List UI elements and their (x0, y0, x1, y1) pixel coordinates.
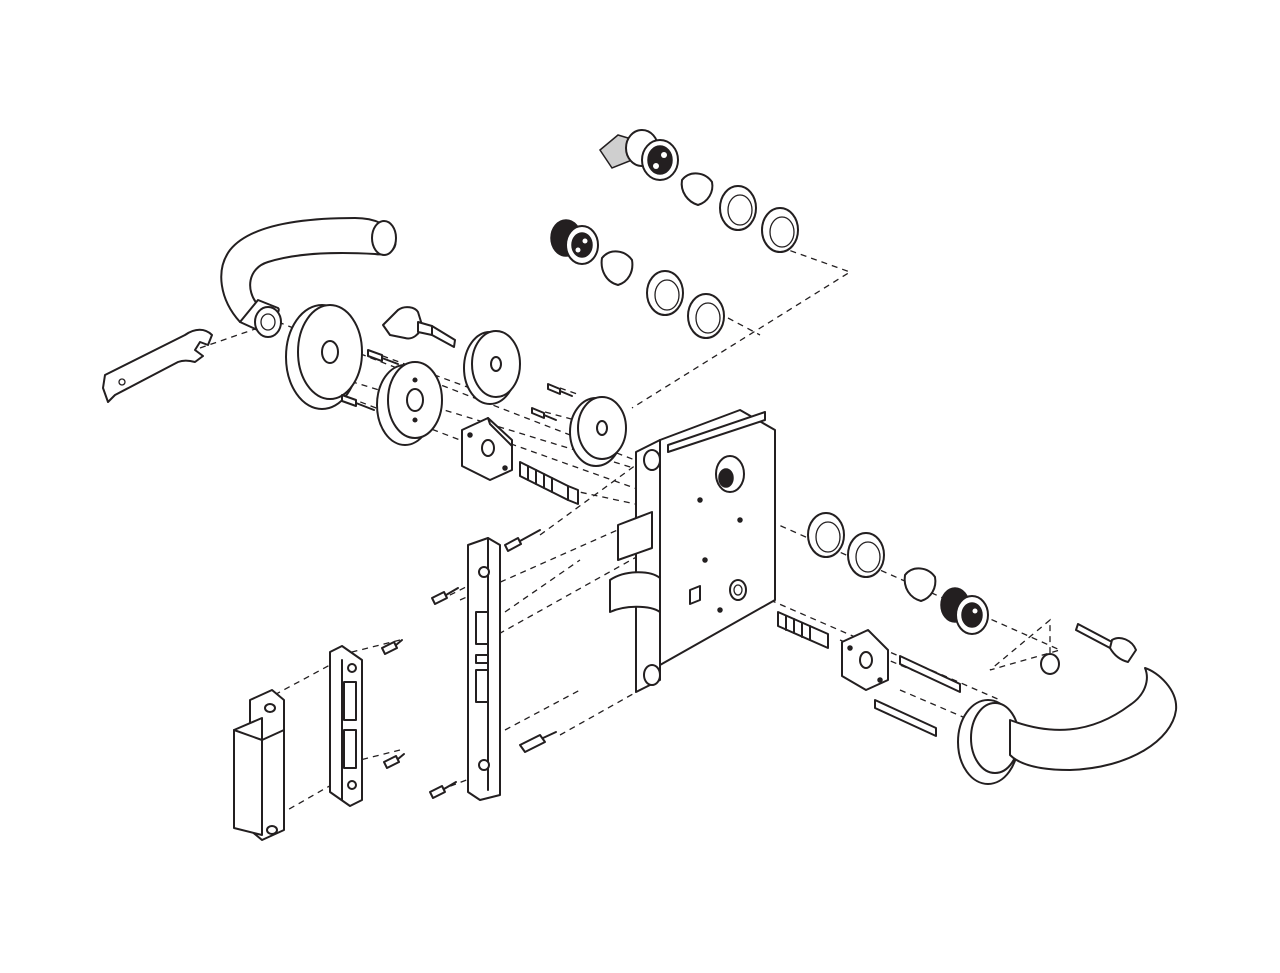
rose-trim-ring (376, 361, 443, 446)
outside-rose (285, 304, 363, 410)
turn-rose (463, 330, 521, 405)
spindle-inside (777, 611, 829, 649)
armor-front-faceplate (467, 537, 501, 801)
through-bolts (874, 655, 961, 737)
spindle-outside (519, 461, 579, 505)
mortise-cylinder (550, 219, 599, 265)
cylinder-rings (646, 185, 885, 578)
mounting-plate-inside (841, 629, 889, 691)
inside-cylinder (940, 587, 989, 635)
mounting-plate-outside (461, 417, 513, 481)
wood-screws (381, 529, 557, 799)
lock-body-case (609, 409, 776, 693)
inside-lever-handle (957, 667, 1178, 785)
strike-box (233, 689, 285, 841)
outside-lever-handle (220, 217, 397, 338)
ic-core-cylinder (599, 129, 679, 181)
emergency-key (1040, 623, 1137, 675)
machine-screws (341, 349, 573, 421)
cam-washers (600, 172, 937, 602)
thumb-turn (382, 306, 456, 348)
strike-plate (329, 645, 363, 807)
cylinder-rose (569, 396, 627, 467)
spanner-wrench (102, 328, 213, 403)
